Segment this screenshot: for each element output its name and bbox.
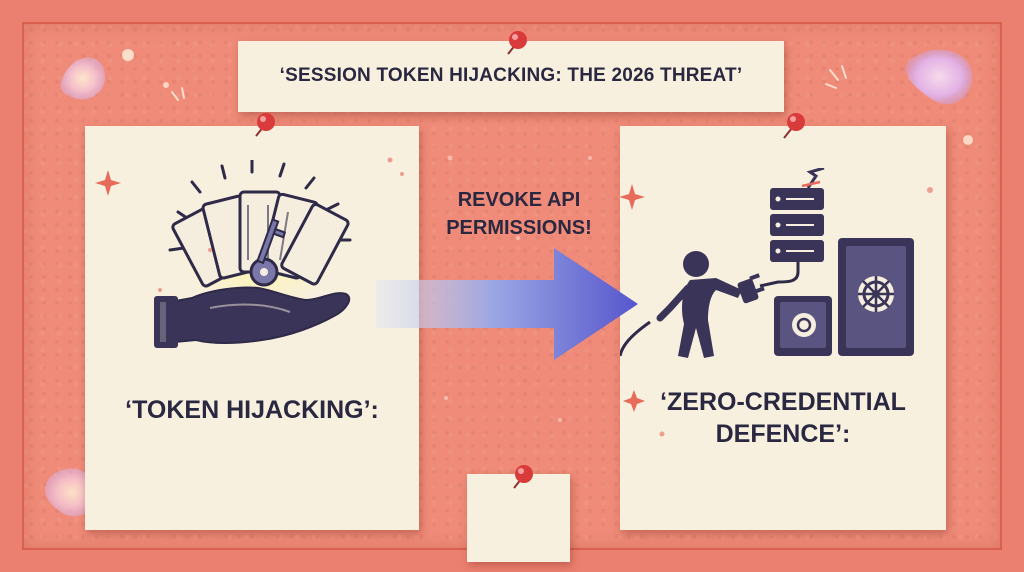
iridescent-blob xyxy=(60,57,106,100)
person-unplugging-icon xyxy=(620,251,742,358)
iridescent-blob xyxy=(905,49,973,105)
zero-credential-illustration xyxy=(620,168,914,358)
right-label-line1: ‘ZERO-CREDENTIAL xyxy=(660,388,906,416)
token-hijacking-label: ‘TOKEN HIJACKING’: xyxy=(125,396,379,424)
sparkle-icon xyxy=(95,170,121,196)
hand-holding-cards-icon xyxy=(154,160,352,348)
title-note: ‘SESSION TOKEN HIJACKING: THE 2026 THREA… xyxy=(238,41,784,112)
sparkle-dot xyxy=(163,82,169,88)
pushpin-icon xyxy=(783,113,805,139)
pushpin-icon xyxy=(255,113,275,137)
transition-arrow xyxy=(376,248,638,360)
vault-icon xyxy=(838,238,914,356)
sparkle-icon xyxy=(623,390,645,412)
key-icon xyxy=(249,218,287,287)
sparkle-dot xyxy=(122,49,134,61)
zero-credential-defence-label: ‘ZERO-CREDENTIAL DEFENCE’: xyxy=(620,386,946,450)
plug-icon xyxy=(737,273,765,304)
sparkle-dot xyxy=(963,135,973,145)
pushpin-icon xyxy=(513,465,533,489)
sparkle-dots xyxy=(444,155,592,422)
server-icon xyxy=(770,168,825,262)
right-label-line2: DEFENCE’: xyxy=(715,420,851,448)
sparkle-icon xyxy=(620,184,645,210)
arrow-label-line2: PERMISSIONS! xyxy=(446,217,592,239)
pushpin-icon xyxy=(507,31,527,55)
safe-icon xyxy=(774,296,832,356)
page-title: ‘SESSION TOKEN HIJACKING: THE 2026 THREA… xyxy=(279,65,743,86)
blank-sticky-note xyxy=(467,474,570,562)
arrow-label-line1: REVOKE API xyxy=(457,189,581,211)
revoke-api-permissions-label: REVOKE API PERMISSIONS! xyxy=(430,186,608,242)
sparkle-lines-icon xyxy=(171,65,847,101)
